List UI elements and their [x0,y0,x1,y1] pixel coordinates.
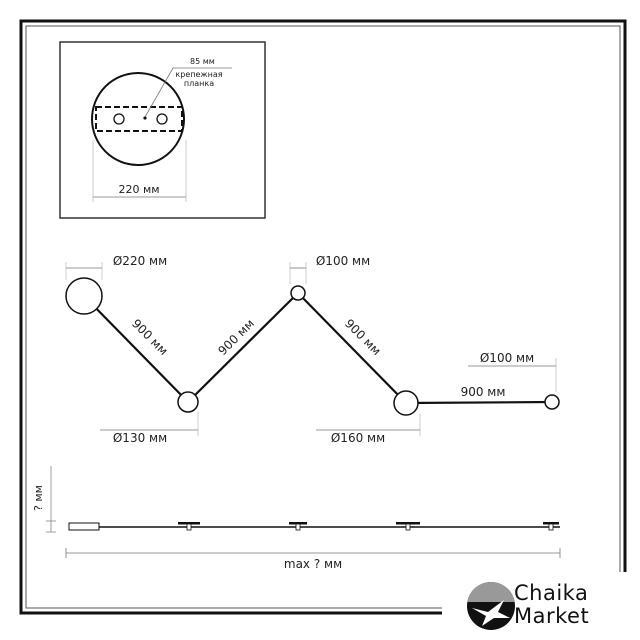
diameter-label: Ø130 мм [113,431,167,445]
logo-line1: Chaika [514,581,589,605]
center-dot [143,116,147,120]
screw-hole [113,113,125,125]
bracket-size-label: 85 мм [190,57,215,66]
max-length-label: max ? мм [284,557,342,571]
segment-length-label: 900 мм [461,385,506,399]
canopy-inset: 85 мм крепежная планка 220 мм [59,41,266,219]
diameter-label: Ø220 мм [113,254,167,268]
side-profile: ? мм max ? мм [32,466,561,571]
leader-line [144,67,232,118]
inner-frame [25,25,621,609]
diameter-label: Ø160 мм [331,431,385,445]
diameter-label: Ø100 мм [480,351,534,365]
height-label: ? мм [32,485,45,511]
outer-frame [19,19,627,615]
canopy-width-label: 220 мм [118,183,159,196]
canopy-circle [91,72,185,166]
segment-length-label: 900 мм [129,316,171,358]
bracket-label: планка [184,79,214,88]
logo-line2: Market [514,604,590,628]
mounting-bracket [95,106,183,132]
shade-100 [290,285,306,301]
segment-length-label: 900 мм [342,316,384,358]
shade-100-end [544,394,560,410]
screw-hole [156,113,168,125]
bracket-label: крепежная [175,70,222,79]
segment-length-label: 900 мм [215,316,257,358]
plan-view: Ø220 мм Ø130 мм Ø100 мм Ø160 мм Ø100 мм … [65,254,560,445]
chaika-market-logo: Chaika Market [442,572,640,640]
seagull-logo-icon [467,582,515,630]
shade-130 [177,391,199,413]
shade-220 [65,277,103,315]
diameter-label: Ø100 мм [316,254,370,268]
shade-160 [393,390,419,416]
